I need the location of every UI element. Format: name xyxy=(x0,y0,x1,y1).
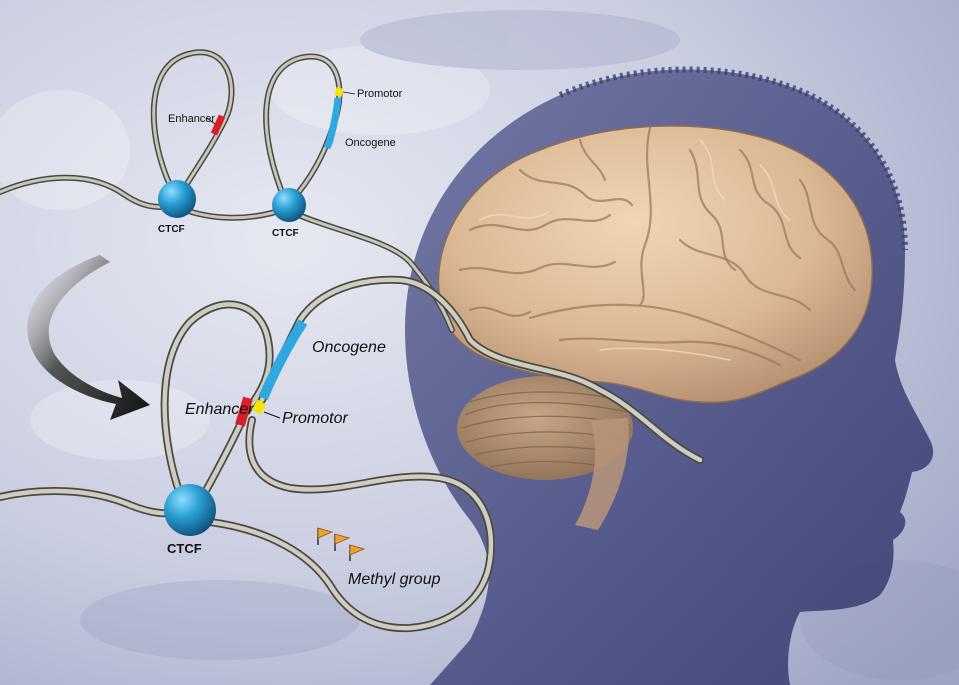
top-promotor-label: Promotor xyxy=(357,88,403,100)
top-enhancer-segment xyxy=(210,114,226,136)
top-oncogene-segment xyxy=(323,97,342,150)
brain-cerebrum xyxy=(437,125,873,404)
top-promotor-segment xyxy=(334,87,344,97)
bottom-oncogene-label: Oncogene xyxy=(312,339,386,356)
hair-outline xyxy=(558,66,908,251)
bottom-oncogene-segment xyxy=(258,319,308,400)
bottom-ctcf-label: CTCF xyxy=(167,541,202,556)
bottom-enhancer-label: Enhancer xyxy=(185,401,254,418)
top-ctcf-right-label: CTCF xyxy=(272,228,299,239)
top-enhancer-label: Enhancer xyxy=(168,113,215,125)
brain-stem xyxy=(575,418,629,530)
top-oncogene-label: Oncogene xyxy=(345,137,396,149)
bottom-ctcf-protein xyxy=(164,484,216,536)
methyl-flag-icon xyxy=(317,527,334,545)
top-ctcf-protein-left xyxy=(158,180,196,218)
curved-arrow-icon xyxy=(27,255,150,420)
top-ctcf-protein-right xyxy=(272,188,306,222)
top-ctcf-left-label: CTCF xyxy=(158,224,185,235)
bottom-enhancer-segment xyxy=(235,396,253,427)
methyl-flag-icon xyxy=(334,533,351,551)
methyl-flag-icon xyxy=(349,544,366,561)
bottom-promotor-segment xyxy=(251,399,267,415)
bottom-chromatin-loop xyxy=(0,275,704,633)
cerebellum xyxy=(457,376,633,480)
bottom-promotor-label: Promotor xyxy=(282,410,348,427)
methyl-group-label: Methyl group xyxy=(348,571,441,588)
